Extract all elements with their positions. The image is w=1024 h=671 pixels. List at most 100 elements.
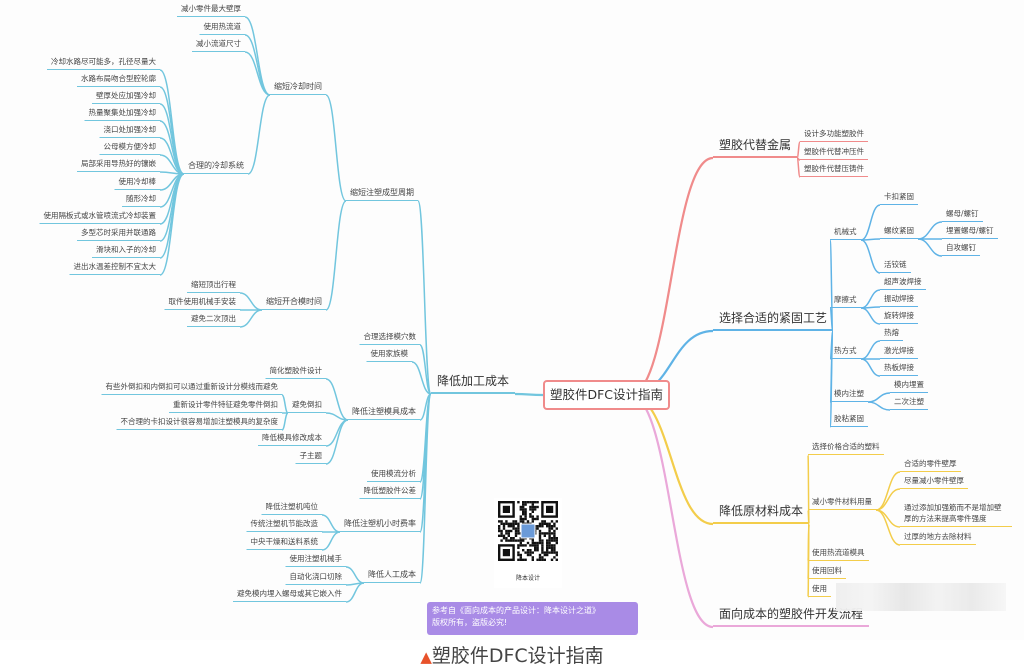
connector-line — [345, 566, 365, 584]
node-processing-labor-items-2[interactable]: 避免模内埋入螺母或其它嵌入件 — [233, 589, 346, 602]
connector-line — [867, 401, 891, 411]
node-material-regrind[interactable]: 使用回料 — [808, 566, 846, 579]
connector-line — [875, 471, 901, 511]
node-fastening-adhesive[interactable]: 胶粘紧固 — [830, 414, 868, 427]
connector-line — [917, 221, 943, 240]
connector-line — [419, 393, 432, 421]
node-processing-cycle-cooling-system-items-8[interactable]: 随形冷却 — [122, 194, 160, 207]
node-processing-cycle-label[interactable]: 缩短注塑成型周期 — [346, 188, 418, 201]
connector-line — [860, 358, 881, 377]
node-processing-cycle-open-close-label[interactable]: 缩短开合模时间 — [262, 297, 326, 310]
node-processing-cycle-cooling-system-items-10[interactable]: 多型芯时采用并联通路 — [77, 228, 160, 241]
node-processing-cycle-cooling-system-items-6[interactable]: 局部采用导热好的镶嵌 — [77, 159, 160, 172]
node-fastening-thermal-label[interactable]: 热方式 — [830, 346, 861, 359]
node-fastening-friction-items-0[interactable]: 超声波焊接 — [880, 277, 926, 290]
node-processing-machine-rate-label[interactable]: 降低注塑机小时费率 — [340, 519, 420, 532]
node-processing-cavity[interactable]: 合理选择模穴数 — [359, 332, 420, 345]
reference-note: 参考自《面向成本的产品设计：降本设计之道》 版权所有，盗版必究! — [427, 602, 638, 635]
node-processing-cycle-cooling-items-2[interactable]: 减小流道尺寸 — [192, 39, 245, 52]
connector-line — [419, 393, 432, 500]
node-processing-machine-rate-items-1[interactable]: 传统注塑机节能改造 — [246, 519, 322, 532]
connector-line — [629, 156, 714, 397]
node-processing-cycle-cooling-system-items-3[interactable]: 热量聚集处加强冷却 — [84, 108, 160, 121]
node-fastening-thermal-items-2[interactable]: 热板焊接 — [880, 363, 918, 376]
node-processing-cycle-open-close-items-0[interactable]: 缩短顶出行程 — [187, 280, 240, 293]
node-processing-flow[interactable]: 使用模流分析 — [367, 469, 420, 482]
node-processing-mold-cost-label[interactable]: 降低注塑模具成本 — [348, 407, 420, 420]
node-material-reduce-items-0[interactable]: 合适的零件壁厚 — [900, 459, 961, 472]
node-fastening-mechanical-thread-items-0[interactable]: 螺母/螺钉 — [942, 209, 983, 222]
connector-line — [411, 361, 432, 395]
node-processing-cycle-cooling-system-items-12[interactable]: 进出水温差控制不宜太大 — [69, 262, 160, 275]
node-material-label[interactable]: 降低原材料成本 — [713, 504, 810, 524]
node-material-hot-runner[interactable]: 使用热流道模具 — [808, 548, 869, 561]
node-processing-cycle-cooling-system-items-5[interactable]: 公母模方便冷却 — [99, 142, 160, 155]
connector-line — [514, 392, 544, 397]
node-material-price[interactable]: 选择价格合适的塑料 — [808, 442, 884, 455]
node-fastening-friction-label[interactable]: 摩擦式 — [830, 295, 861, 308]
node-fastening-insert-molding-items-0[interactable]: 模内埋置 — [890, 380, 928, 393]
node-metal-label[interactable]: 塑胶代替金属 — [713, 138, 798, 158]
node-processing-cycle-cooling-system-items-9[interactable]: 使用隔板式或水管喷流式冷却装置 — [39, 211, 160, 224]
connector-line — [159, 173, 185, 259]
node-processing-mold-cost-undercut-label[interactable]: 避免倒扣 — [288, 400, 326, 413]
center-node[interactable]: 塑胶件DFC设计指南 — [543, 380, 670, 410]
node-processing-cycle-cooling-system-items-0[interactable]: 冷却水路尽可能多，孔径尽量大 — [47, 57, 160, 70]
node-processing-family[interactable]: 使用家族模 — [366, 349, 412, 362]
node-metal-items-1[interactable]: 塑胶件代替冲压件 — [800, 147, 868, 160]
node-fastening-mechanical-thread-items-2[interactable]: 自攻螺钉 — [942, 243, 980, 256]
node-fastening-insert-molding-items-1[interactable]: 二次注塑 — [890, 397, 928, 410]
node-processing-mold-cost-simplify[interactable]: 简化塑胶件设计 — [265, 366, 326, 379]
node-processing-cycle-open-close-items-2[interactable]: 避免二次顶出 — [187, 314, 240, 327]
node-fastening-label[interactable]: 选择合适的紧固工艺 — [713, 311, 834, 331]
node-processing-label[interactable]: 降低加工成本 — [430, 374, 515, 394]
node-processing-labor-items-1[interactable]: 自动化浇口切除 — [285, 572, 346, 585]
node-processing-cycle-cooling-system-items-2[interactable]: 壁厚处应加强冷却 — [92, 91, 160, 104]
node-material-reduce-label[interactable]: 减小零件材料用量 — [808, 497, 876, 510]
node-processing-cycle-cooling-system-items-1[interactable]: 水路布局吻合型腔轮廓 — [77, 74, 160, 87]
node-processing-cycle-cooling-label[interactable]: 缩短冷却时间 — [270, 82, 326, 95]
node-material-other[interactable]: 使用 — [808, 584, 831, 597]
node-processing-cycle-cooling-items-0[interactable]: 减小零件最大壁厚 — [177, 4, 245, 17]
node-processing-mold-cost-undercut-items-1[interactable]: 重新设计零件特征避免零件倒扣 — [169, 400, 282, 413]
node-processing-mold-cost-modify[interactable]: 降低模具修改成本 — [258, 433, 326, 446]
node-processing-cycle-cooling-items-1[interactable]: 使用热流道 — [199, 22, 245, 35]
node-fastening-mechanical-label[interactable]: 机械式 — [830, 227, 861, 240]
node-processing-tolerance[interactable]: 降低塑胶件公差 — [359, 486, 420, 499]
connector-line — [325, 419, 349, 465]
connector-line — [860, 239, 881, 274]
node-processing-cycle-cooling-system-items-11[interactable]: 滑块和入子的冷却 — [92, 245, 160, 258]
node-fastening-mechanical-thread-items-1[interactable]: 埋置螺母/螺钉 — [942, 226, 998, 239]
node-processing-machine-rate-items-0[interactable]: 降低注塑机吨位 — [261, 502, 322, 515]
node-processing-mold-cost-sub[interactable]: 子主题 — [295, 451, 326, 464]
node-fastening-friction-items-1[interactable]: 振动焊接 — [880, 294, 918, 307]
node-metal-items-0[interactable]: 设计多功能塑胶件 — [800, 129, 868, 142]
connector-line — [159, 154, 185, 175]
node-fastening-insert-molding-label[interactable]: 模内注塑 — [830, 389, 868, 402]
node-processing-labor-label[interactable]: 降低人工成本 — [364, 570, 420, 583]
node-processing-cycle-open-close-items-1[interactable]: 取件使用机械手安装 — [164, 297, 240, 310]
caption-title: 塑胶件DFC设计指南 — [431, 645, 604, 667]
node-metal-items-2[interactable]: 塑胶件代替压铸件 — [800, 164, 868, 177]
node-processing-machine-rate-items-2[interactable]: 中央干燥和送料系统 — [246, 537, 322, 550]
node-fastening-mechanical-thread-label[interactable]: 螺纹紧固 — [880, 226, 918, 239]
connector-line — [325, 94, 347, 202]
node-processing-mold-cost-undercut-items-0[interactable]: 有些外倒扣和内倒扣可以通过重新设计分模线而避免 — [101, 382, 282, 395]
connector-line — [159, 173, 185, 225]
node-material-reduce-items-1[interactable]: 尽量减小零件壁厚 — [900, 476, 968, 489]
node-processing-cycle-cooling-system-items-4[interactable]: 浇口处加强冷却 — [99, 125, 160, 138]
node-fastening-mechanical-snap[interactable]: 卡扣紧固 — [880, 192, 918, 205]
node-fastening-mechanical-hinge[interactable]: 活铰链 — [880, 260, 911, 273]
node-process-label[interactable]: 面向成本的塑胶件开发流程 — [713, 607, 870, 627]
node-fastening-thermal-items-0[interactable]: 热熔 — [880, 328, 903, 341]
node-processing-cycle-cooling-system-items-7[interactable]: 使用冷却棒 — [114, 177, 160, 190]
node-material-reduce-items-2[interactable]: 通过添加加强筋而不是增加壁厚的方法来提高零件强度 — [900, 502, 1012, 527]
connector-line — [860, 307, 881, 325]
node-fastening-friction-items-2[interactable]: 旋转焊接 — [880, 311, 918, 324]
node-processing-cycle-cooling-system-label[interactable]: 合理的冷却系统 — [184, 161, 248, 174]
node-material-reduce-items-3[interactable]: 过厚的地方去除材料 — [900, 532, 976, 545]
node-processing-mold-cost-undercut-items-2[interactable]: 不合理的卡扣设计很容易增加注塑模具的复杂度 — [116, 417, 282, 430]
node-processing-labor-items-0[interactable]: 使用注塑机械手 — [285, 554, 346, 567]
connector-line — [917, 238, 943, 257]
node-fastening-thermal-items-1[interactable]: 激光焊接 — [880, 346, 918, 359]
